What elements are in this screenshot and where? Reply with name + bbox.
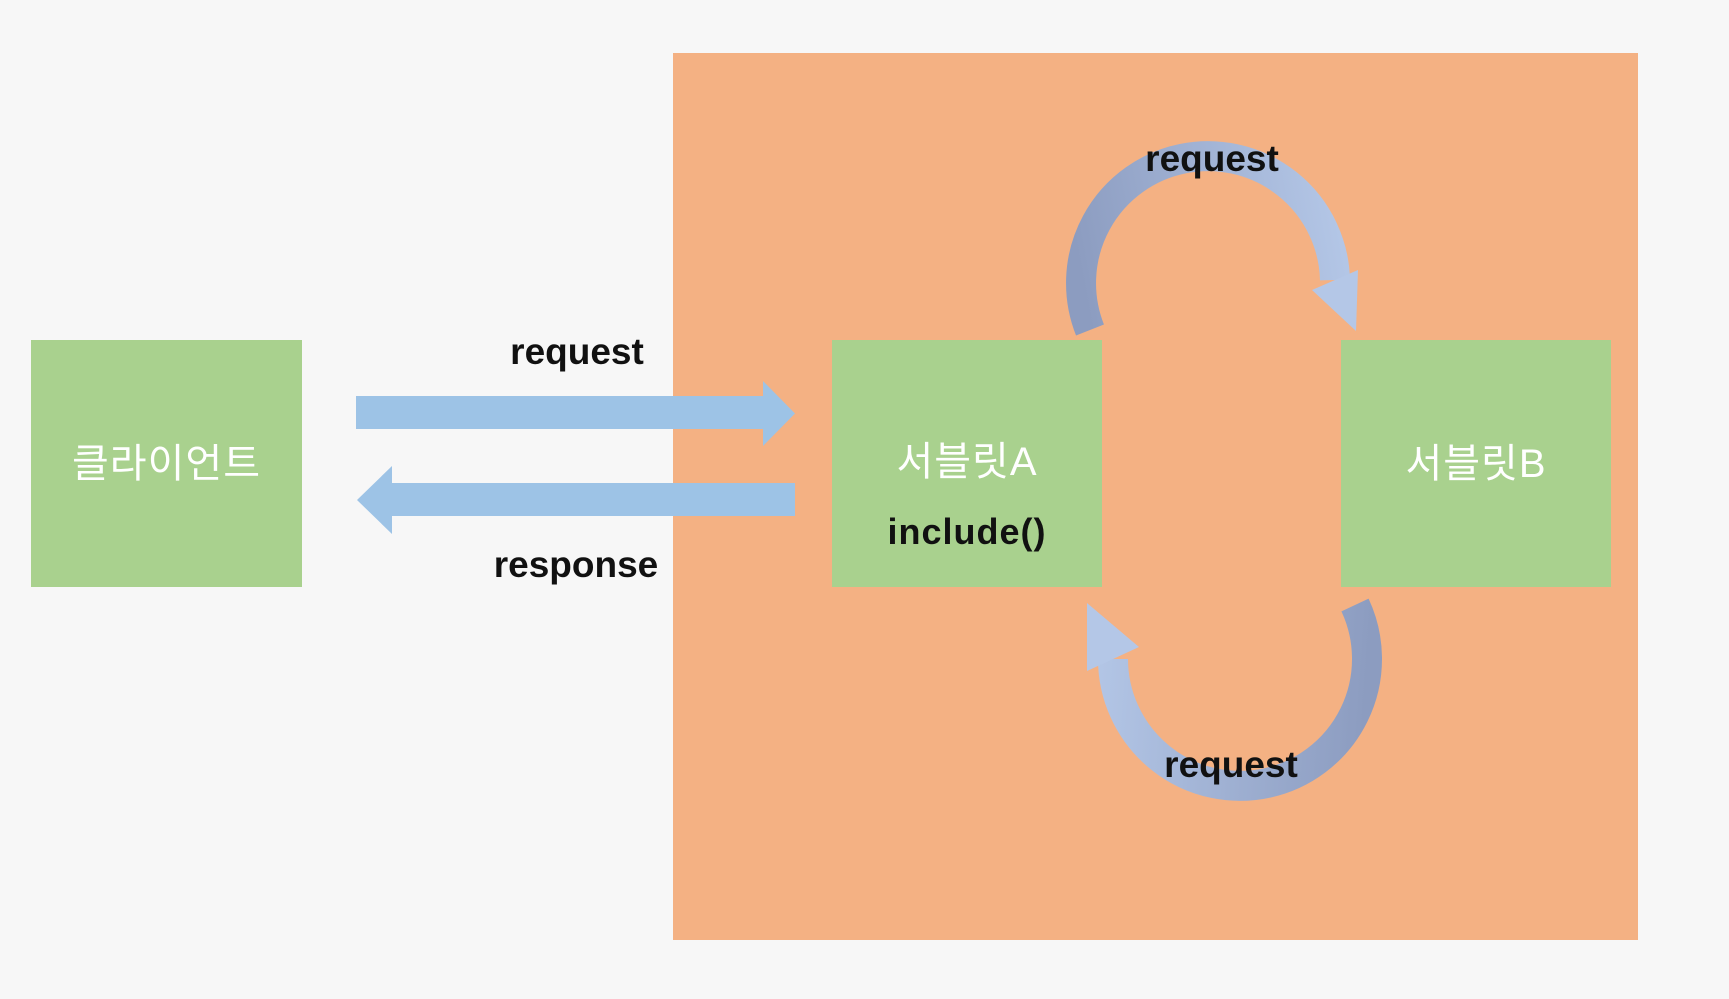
- servlet-a-node-label: 서블릿A: [896, 440, 1038, 484]
- client-node-label: 클라이언트: [72, 441, 261, 486]
- servlet-a-node: 서블릿A include(): [832, 340, 1102, 587]
- request-label-a-to-b: request: [1145, 138, 1279, 179]
- client-node: 클라이언트: [31, 340, 302, 587]
- request-label-b-to-a: request: [1164, 744, 1298, 785]
- response-label-server-to-client: response: [493, 544, 659, 585]
- servlet-b-node: 서블릿B: [1341, 340, 1611, 587]
- servlet-b-node-label: 서블릿B: [1405, 441, 1547, 486]
- request-label-client-to-server: request: [510, 331, 644, 372]
- servlet-a-include-label: include(): [887, 511, 1047, 552]
